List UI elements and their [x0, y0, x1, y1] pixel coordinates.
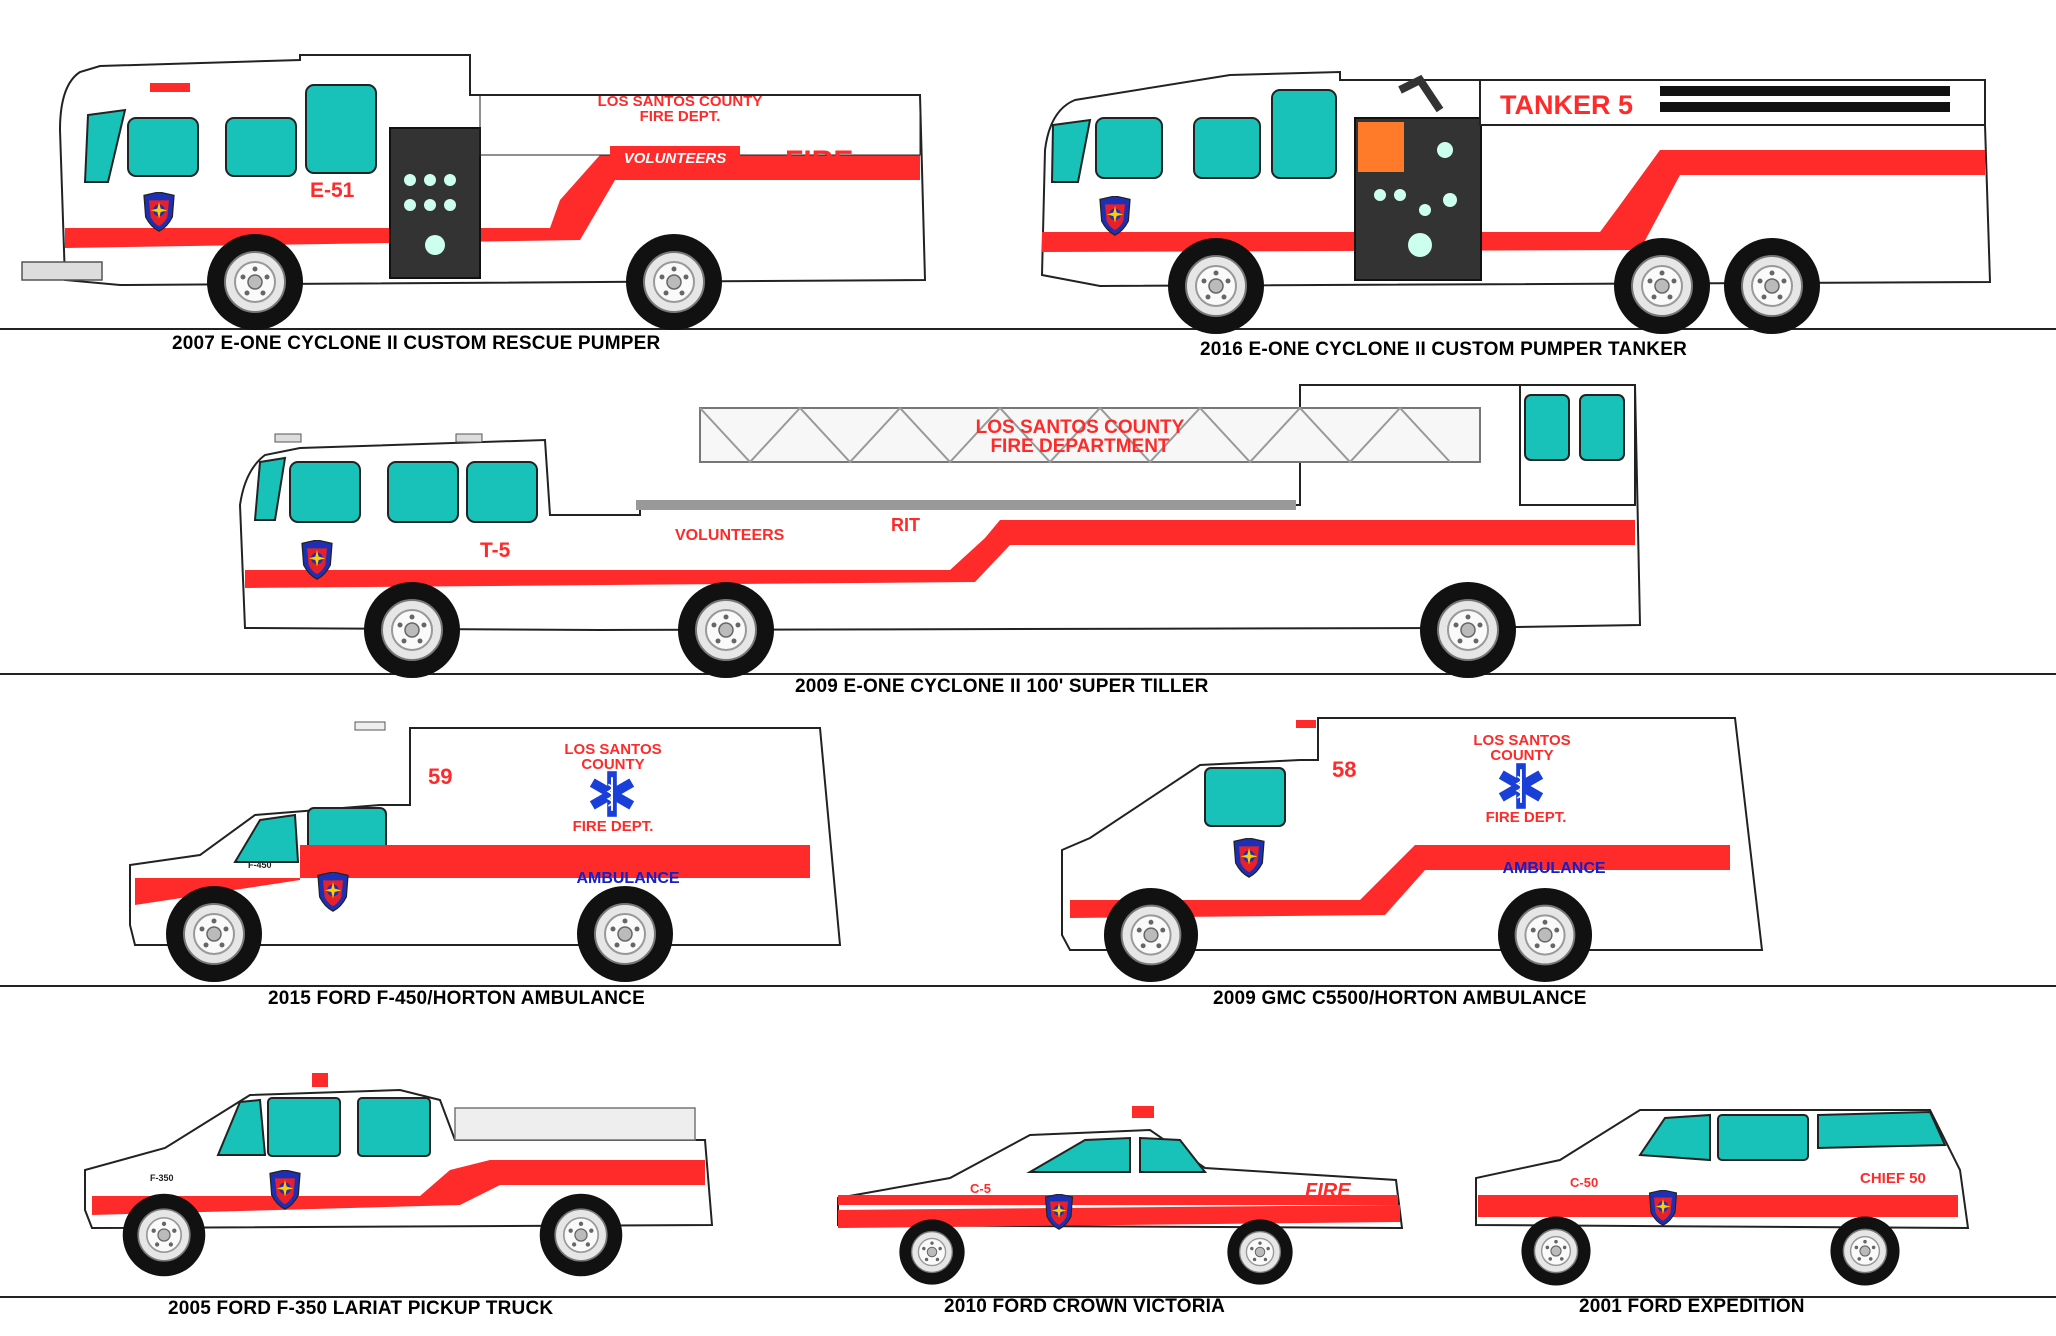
amb59-model-badge: F-450	[248, 860, 272, 870]
vehicle-pumper: LOS SANTOS COUNTY FIRE DEPT. E-51 VOLUNT…	[21, 54, 927, 331]
ground-line-row1	[0, 328, 2056, 330]
caption-tanker: 2016 E-ONE CYCLONE II CUSTOM PUMPER TANK…	[1200, 339, 1687, 360]
amb59-rear-wheel-icon	[576, 885, 674, 983]
vehicle-ambulance-59: 59 LOS SANTOS COUNTY FIRE DEPT. AMBULANC…	[129, 721, 842, 983]
amb58-org-line3: FIRE DEPT.	[1486, 809, 1567, 826]
tiller-banner: VOLUNTEERS	[675, 527, 785, 544]
tanker-name: TANKER 5	[1500, 90, 1633, 120]
vehicle-expedition: C-50 CHIEF 50	[1475, 1109, 1970, 1287]
caption-tiller: 2009 E-ONE CYCLONE II 100' SUPER TILLER	[795, 676, 1209, 697]
amb59-front-wheel-icon	[165, 885, 263, 983]
vehicle-crown-victoria: C-5 FIRE	[837, 1106, 1404, 1286]
tanker-rear-wheel2-icon	[1723, 237, 1821, 335]
tiller-mid-wheel-icon	[677, 581, 775, 679]
caption-amb59: 2015 FORD F-450/HORTON AMBULANCE	[268, 988, 645, 1009]
crownvic-front-wheel-icon	[898, 1218, 966, 1286]
caption-pumper: 2007 E-ONE CYCLONE II CUSTOM RESCUE PUMP…	[172, 333, 661, 354]
amb58-org-line2: COUNTY	[1490, 747, 1553, 764]
ground-line-row4	[0, 1296, 2056, 1298]
vehicle-ambulance-58: 58 LOS SANTOS COUNTY FIRE DEPT. AMBULANC…	[1061, 717, 1764, 984]
pumper-unit: E-51	[310, 179, 355, 202]
ground-line-row2	[0, 673, 2056, 675]
amb58-type: AMBULANCE	[1502, 860, 1605, 877]
caption-amb58: 2009 GMC C5500/HORTON AMBULANCE	[1213, 988, 1587, 1009]
pickup-fire: FIRE	[620, 1168, 666, 1190]
crownvic-fire: FIRE	[1305, 1180, 1351, 1202]
amb59-org-line1: LOS SANTOS	[564, 741, 661, 758]
tiller-front-wheel-icon	[363, 581, 461, 679]
tiller-org-line1: LOS SANTOS COUNTY	[976, 417, 1185, 438]
expedition-title: CHIEF 50	[1860, 1170, 1926, 1187]
amb58-org-line1: LOS SANTOS	[1473, 732, 1570, 749]
pickup-front-wheel-icon	[121, 1192, 207, 1278]
amb58-unit: 58	[1332, 757, 1356, 782]
pickup-model-badge: F-350	[150, 1173, 174, 1183]
caption-pickup: 2005 FORD F-350 LARIAT PICKUP TRUCK	[168, 1298, 554, 1319]
vehicle-tanker: TANKER 5 FIRE	[1040, 70, 1992, 335]
pumper-fire: FIRE	[785, 145, 853, 178]
tiller-org-line2: FIRE DEPARTMENT	[990, 436, 1169, 457]
expedition-unit: C-50	[1570, 1175, 1598, 1190]
amb59-type: AMBULANCE	[576, 870, 679, 887]
pumper-rear-wheel-icon	[625, 233, 723, 331]
caption-crownvic: 2010 FORD CROWN VICTORIA	[944, 1296, 1226, 1317]
amb59-org-line2: COUNTY	[581, 756, 644, 773]
caption-expedition: 2001 FORD EXPEDITION	[1579, 1296, 1805, 1317]
amb59-unit: 59	[428, 764, 452, 789]
vehicle-tiller: LOS SANTOS COUNTY FIRE DEPARTMENT T-5 VO…	[238, 384, 1642, 679]
pumper-banner: VOLUNTEERS	[624, 150, 727, 167]
tiller-rit: RIT	[891, 515, 920, 535]
pumper-org-line1: LOS SANTOS COUNTY	[598, 93, 763, 110]
amb59-org-line3: FIRE DEPT.	[573, 818, 654, 835]
expedition-front-wheel-icon	[1520, 1215, 1592, 1287]
tiller-unit: T-5	[480, 539, 511, 562]
tanker-fire: FIRE	[1874, 146, 1942, 179]
tiller-rear-wheel-icon	[1419, 581, 1517, 679]
tanker-front-wheel-icon	[1167, 237, 1265, 335]
crownvic-unit: C-5	[970, 1181, 991, 1196]
amb58-front-wheel-icon	[1102, 886, 1200, 984]
crownvic-rear-wheel-icon	[1226, 1218, 1294, 1286]
tanker-rear-wheel1-icon	[1613, 237, 1711, 335]
vehicle-pickup: FIRE F-350	[84, 1073, 714, 1278]
pickup-rear-wheel-icon	[538, 1192, 624, 1278]
pumper-org-line2: FIRE DEPT.	[640, 108, 721, 125]
amb58-rear-wheel-icon	[1496, 886, 1594, 984]
ground-line-row3	[0, 985, 2056, 987]
pumper-front-wheel-icon	[206, 233, 304, 331]
expedition-rear-wheel-icon	[1829, 1215, 1901, 1287]
